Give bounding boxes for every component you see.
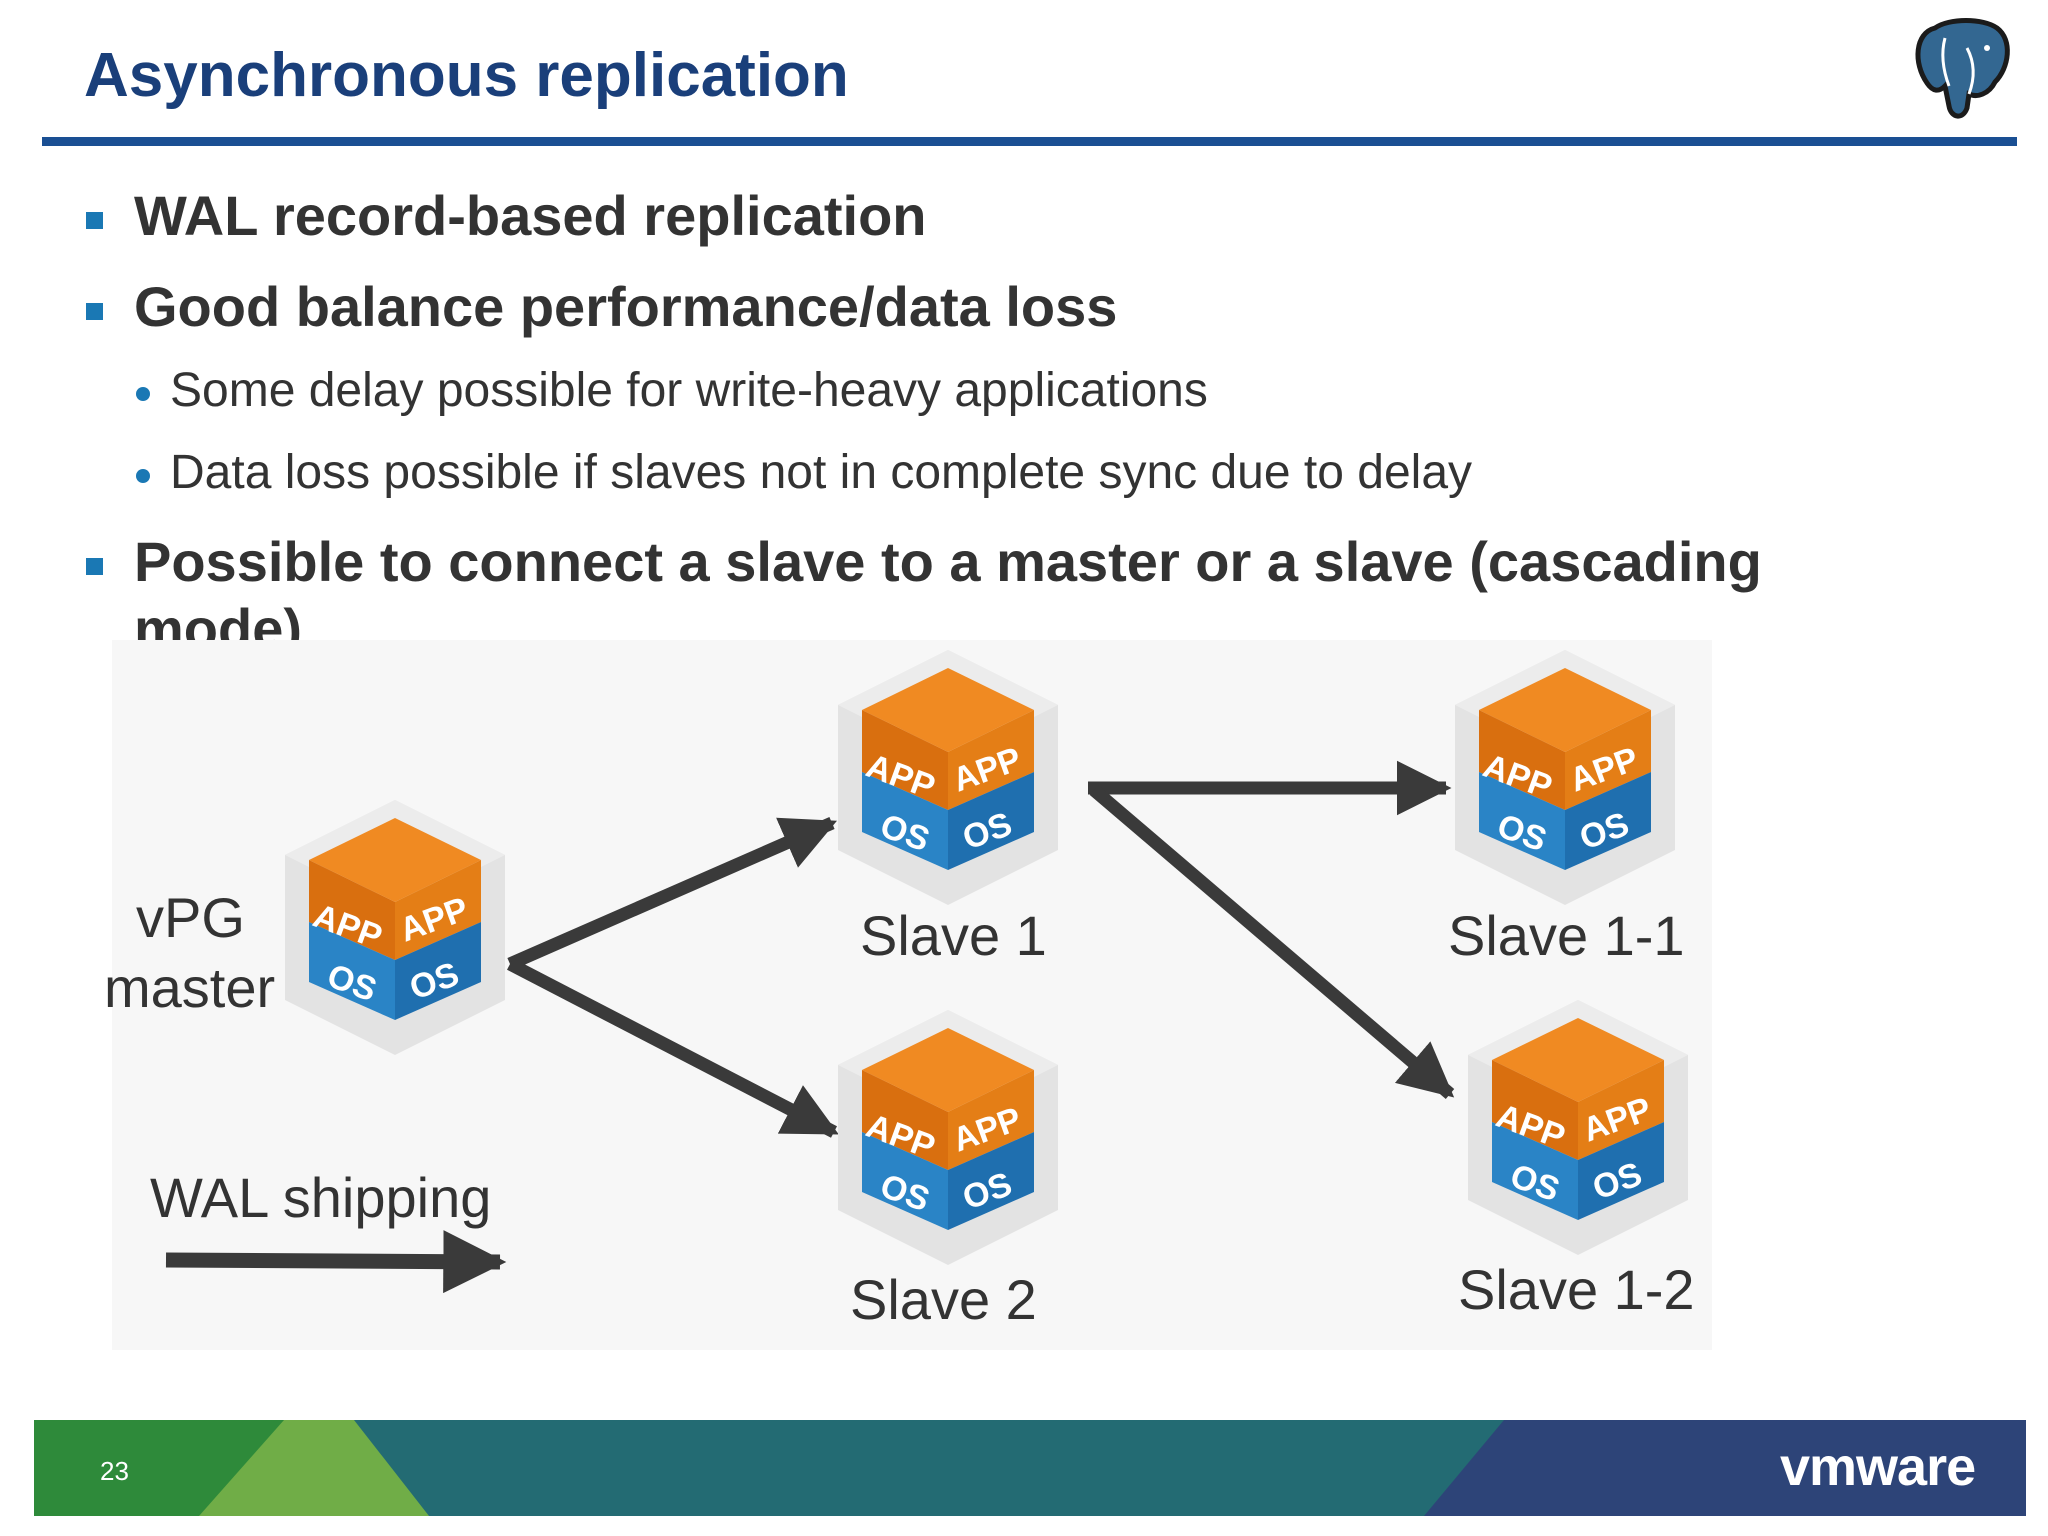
bullet-dot-icon [136, 387, 150, 402]
sub-bullet-data-loss: Data loss possible if slaves not in comp… [84, 444, 1984, 502]
bullet-square-icon [86, 557, 103, 575]
slave2-label: Slave 2 [850, 1268, 1037, 1331]
arrow-master-to-slave1 [507, 817, 838, 970]
vm-cube-icon-slave1: APP APP OS OS [838, 650, 1058, 905]
page-number: 23 [100, 1456, 129, 1486]
bullet-text: WAL record-based replication [134, 184, 927, 247]
vmware-logo: vmware [1780, 1437, 1976, 1497]
bullet-dot-icon [136, 468, 150, 483]
vm-cube-icon-slave2: APP APP OS OS [838, 1010, 1058, 1265]
slave11-label: Slave 1-1 [1448, 904, 1685, 967]
slide-title: Asynchronous replication [84, 41, 849, 110]
master-label-line2: master [104, 956, 276, 1019]
sub-bullet-delay: Some delay possible for write-heavy appl… [84, 362, 1984, 420]
arrow-master-to-slave2 [507, 958, 839, 1138]
arrow-legend-wal-shipping [165, 1230, 507, 1294]
title-rule [42, 137, 2017, 146]
bullet-text: Good balance performance/data loss [134, 275, 1118, 339]
vm-cube-icon-master: APP APP OS OS [285, 800, 505, 1055]
bullet-list: WAL record-based replication Good balanc… [84, 160, 1984, 662]
vm-cube-icon-slave11: APP APP OS OS [1455, 650, 1675, 905]
footer-bar [34, 1420, 2026, 1516]
sub-bullet-text: Data loss possible if slaves not in comp… [170, 445, 1473, 499]
bullet-wal-record: WAL record-based replication [84, 182, 1984, 249]
master-label-line1: vPG [136, 886, 245, 949]
vm-cube-icon-slave12: APP APP OS OS [1468, 1000, 1688, 1255]
slave1-label: Slave 1 [860, 904, 1047, 967]
bullet-square-icon [86, 212, 103, 229]
legend-wal-shipping-label: WAL shipping [150, 1166, 492, 1229]
postgresql-elephant-icon [1915, 18, 2010, 119]
slave12-label: Slave 1-2 [1458, 1258, 1695, 1321]
bullet-square-icon [86, 303, 103, 321]
bullet-good-balance: Good balance performance/data loss [84, 273, 1984, 340]
sub-bullet-text: Some delay possible for write-heavy appl… [170, 364, 1208, 418]
arrow-slave1-to-slave12 [1089, 785, 1455, 1099]
